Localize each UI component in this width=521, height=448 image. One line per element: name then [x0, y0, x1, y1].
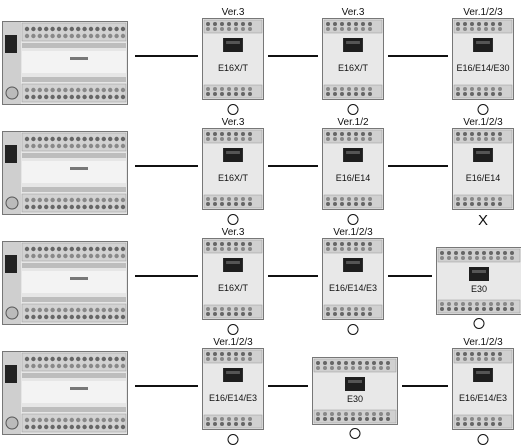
- model-label: E16/E14/E3: [446, 393, 520, 403]
- model-label: E16/E14/E3: [196, 393, 270, 403]
- connection-line: [135, 55, 198, 57]
- expansion-unit: E30: [312, 357, 398, 425]
- connection-line: [135, 275, 198, 277]
- connection-line: [268, 165, 318, 167]
- compatible-circle-icon: [228, 104, 239, 115]
- model-label: E16X/T: [316, 63, 390, 73]
- compatible-circle-icon: [478, 104, 489, 115]
- incompatible-x-mark: X: [476, 214, 490, 227]
- version-label: Ver.1/2: [312, 117, 394, 128]
- connection-line: [388, 165, 448, 167]
- version-label: Ver.3: [192, 7, 274, 18]
- connection-line: [135, 385, 198, 387]
- version-label: Ver.3: [192, 227, 274, 238]
- version-label: Ver.1/2/3: [442, 117, 521, 128]
- model-label: E16X/T: [196, 173, 270, 183]
- version-label: Ver.1/2/3: [442, 7, 521, 18]
- connection-line: [388, 55, 448, 57]
- version-label: Ver.1/2/3: [192, 337, 274, 348]
- model-label: E30: [430, 284, 521, 294]
- compatible-circle-icon: [228, 434, 239, 445]
- main-unit-image: [2, 241, 128, 325]
- version-label: Ver.1/2/3: [312, 227, 394, 238]
- model-label: E16X/T: [196, 283, 270, 293]
- connection-line: [268, 55, 318, 57]
- version-label: Ver.1/2/3: [442, 337, 521, 348]
- connection-line: [268, 275, 318, 277]
- main-unit-image: [2, 131, 128, 215]
- connection-line: [388, 275, 432, 277]
- compatible-circle-icon: [348, 214, 359, 225]
- compatible-circle-icon: [478, 434, 489, 445]
- compatible-circle-icon: [348, 324, 359, 335]
- main-unit-image: [2, 351, 128, 435]
- connection-line: [268, 385, 308, 387]
- connection-line: [402, 385, 448, 387]
- model-label: E16/E14: [316, 173, 390, 183]
- compatible-circle-icon: [474, 318, 485, 329]
- compatible-circle-icon: [228, 324, 239, 335]
- version-label: Ver.3: [192, 117, 274, 128]
- model-label: E16X/T: [196, 63, 270, 73]
- model-label: E16/E14: [446, 173, 520, 183]
- expansion-unit: E30: [436, 247, 521, 315]
- compatible-circle-icon: [228, 214, 239, 225]
- model-label: E16/E14/E30: [446, 63, 520, 73]
- version-label: Ver.3: [312, 7, 394, 18]
- model-label: E30: [306, 394, 404, 404]
- model-label: E16/E14/E3: [316, 283, 390, 293]
- compatible-circle-icon: [350, 428, 361, 439]
- compatible-circle-icon: [348, 104, 359, 115]
- connection-line: [135, 165, 198, 167]
- main-unit-image: [2, 21, 128, 105]
